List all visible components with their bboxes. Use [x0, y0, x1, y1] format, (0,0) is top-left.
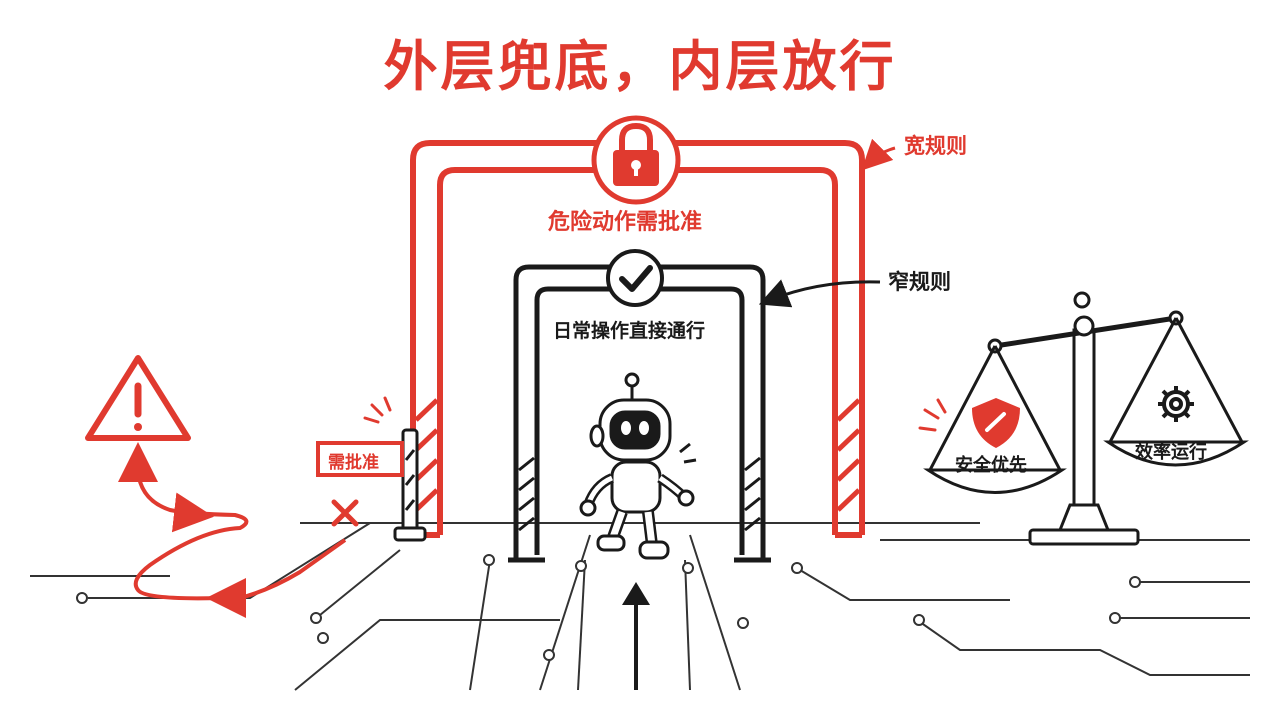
forward-arrow-icon	[622, 582, 650, 690]
page-title: 外层兜底，内层放行	[383, 35, 897, 98]
barrier-sign-label: 需批准	[328, 453, 379, 473]
alert-spark-lines	[363, 396, 947, 432]
circuit-traces	[30, 522, 1250, 691]
narrow-rule-arrow	[758, 279, 881, 308]
narrow-rule-callout: 窄规则	[888, 270, 951, 294]
check-icon	[606, 249, 664, 307]
outer-gate-hazard-stripes	[414, 398, 861, 512]
shield-icon	[972, 398, 1020, 448]
barrier-post	[393, 428, 427, 542]
outer-gate-label: 危险动作需批准	[548, 210, 703, 235]
robot-icon	[579, 372, 697, 560]
scale-right-label: 效率运行	[1135, 442, 1207, 463]
wide-rule-callout: 宽规则	[904, 134, 967, 158]
cross-icon	[331, 499, 359, 527]
wide-rule-arrow	[861, 138, 896, 171]
barrier-sign	[316, 441, 404, 477]
scale-left-label: 安全优先	[955, 455, 1027, 476]
warning-icon	[85, 355, 191, 441]
inner-gate-stripes	[518, 456, 761, 532]
detour-arrow-upper	[171, 492, 214, 533]
lock-icon	[591, 115, 681, 205]
balance-scale	[923, 291, 1249, 546]
inner-gate-label: 日常操作直接通行	[553, 320, 706, 342]
detour-path	[118, 442, 347, 601]
gear-icon	[1158, 386, 1194, 422]
